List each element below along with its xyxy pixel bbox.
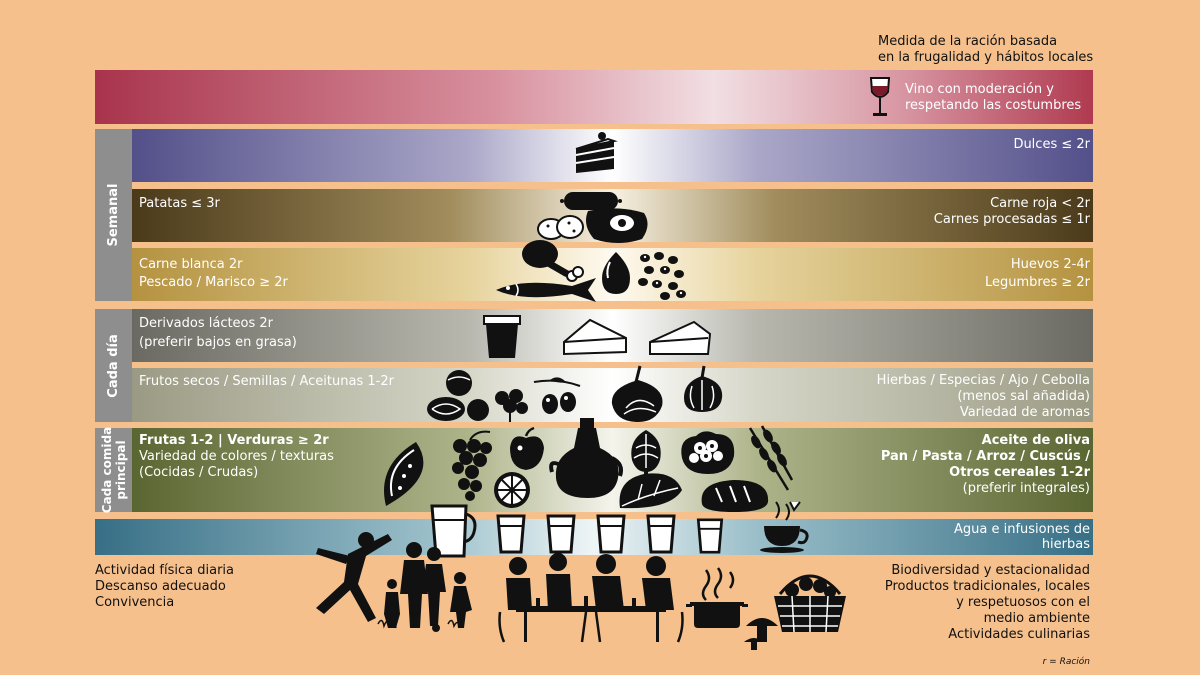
onion-icon (611, 365, 663, 422)
mushroom-icon (744, 618, 778, 650)
herbs-text: Hierbas / Especias / Ajo / Cebolla (meno… (876, 373, 1090, 420)
glass-icon (696, 518, 724, 554)
cake-icon (575, 132, 618, 173)
red-meat-text: Carne roja < 2r Carnes procesadas ≤ 1r (933, 196, 1090, 227)
water-jug-icon (430, 504, 477, 558)
spinach-icon (619, 473, 682, 509)
family-icon (377, 542, 472, 632)
dinner-table-icon (498, 553, 684, 643)
glass-icon (496, 514, 526, 554)
yogurt-icon (483, 315, 521, 358)
footnote: r = Ración (1042, 657, 1090, 667)
garlic-icon (684, 365, 723, 412)
lifestyle-left: Actividad física diaria Descanso adecuad… (95, 563, 235, 610)
nuts-herbs-band (132, 368, 1093, 422)
serving-note: Medida de la ración basada en la frugali… (878, 34, 1094, 65)
potatoes-text: Patatas ≤ 3r (139, 196, 220, 211)
hazelnut-icon (467, 399, 489, 421)
cooking-pot-icon (686, 567, 748, 628)
potato-icon (537, 215, 584, 240)
sweets-text: Dulces ≤ 2r (1013, 137, 1090, 152)
oil-cereals-title: Aceite de oliva Pan / Pasta / Arroz / Cu… (880, 433, 1090, 480)
glass-icon (646, 514, 676, 554)
group-label-main-meal: Cada comida principal (95, 427, 132, 513)
exercise-person-icon (316, 532, 392, 622)
group-label-daily: Cada día (95, 309, 132, 422)
eggs-legumes-text: Huevos 2-4r Legumbres ≥ 2r (984, 257, 1090, 290)
dairy-text: Derivados lácteos 2r (preferir bajos en … (139, 316, 297, 350)
wine-band (95, 70, 1093, 124)
glass-icon (596, 514, 626, 554)
olive-oil-jar-icon (549, 418, 623, 498)
oil-cereals-note: (preferir integrales) (962, 481, 1090, 496)
sausage-icon (560, 192, 622, 210)
olives-icon (533, 377, 581, 414)
cheese-icon (649, 320, 712, 355)
nuts-text: Frutos secos / Semillas / Aceitunas 1-2r (139, 374, 394, 389)
orange-icon (494, 472, 530, 508)
fish-icon (496, 278, 596, 302)
lifestyle-right: Biodiversidad y estacionalidad Productos… (884, 563, 1090, 642)
egg-icon (602, 252, 630, 294)
basket-icon (774, 574, 846, 633)
group-label-weekly: Semanal (95, 129, 132, 301)
parsley-icon (495, 389, 528, 422)
wheat-icon (748, 425, 794, 491)
glass-icon (546, 514, 576, 554)
tea-cup-icon (760, 501, 809, 553)
apple-icon (510, 426, 544, 470)
fruits-veg-title: Frutas 1-2 | Verduras ≥ 2r (139, 433, 329, 448)
grapes-icon (452, 430, 492, 501)
cheese-icon (563, 318, 627, 356)
steak-icon (586, 208, 648, 243)
wine-text: Vino con moderación y respetando las cos… (905, 82, 1082, 113)
white-meat-fish-text: Carne blanca 2r Pescado / Marisco ≥ 2r (139, 257, 288, 290)
water-text: Agua e infusiones de hierbas (953, 522, 1090, 552)
wine-glass-icon (869, 77, 891, 116)
fruits-veg-note: Variedad de colores / texturas (Cocidas … (139, 449, 334, 480)
cauliflower-icon (681, 431, 735, 474)
water-band (95, 519, 1093, 555)
watermelon-icon (384, 442, 424, 506)
hazelnut-icon (446, 370, 472, 396)
chicken-leg-icon (522, 240, 584, 282)
beans-icon (638, 252, 686, 300)
bread-icon (701, 480, 769, 512)
walnut-icon (427, 397, 465, 421)
